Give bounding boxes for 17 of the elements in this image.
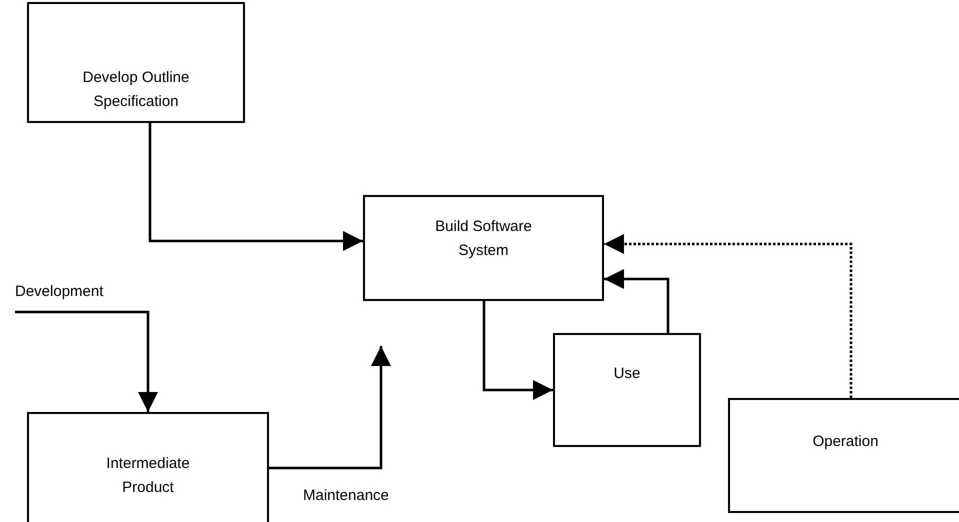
dotted-arrow [604, 234, 852, 398]
arrow [148, 123, 363, 251]
process-box [27, 412, 269, 522]
arrow [269, 346, 391, 470]
process-box [363, 195, 604, 301]
box-label: Build Software System [434, 217, 533, 261]
arrow [604, 269, 670, 333]
arrow [482, 301, 553, 400]
box-label: Intermediate Product [105, 454, 191, 498]
process-box [553, 333, 701, 447]
process-box [27, 2, 245, 123]
arrow [15, 310, 158, 412]
box-label: Develop Outline Specification [82, 68, 190, 112]
edge-label: Development [15, 283, 104, 301]
box-label: Operation [812, 432, 880, 452]
box-label: Use [612, 364, 642, 384]
process-box [728, 398, 959, 513]
